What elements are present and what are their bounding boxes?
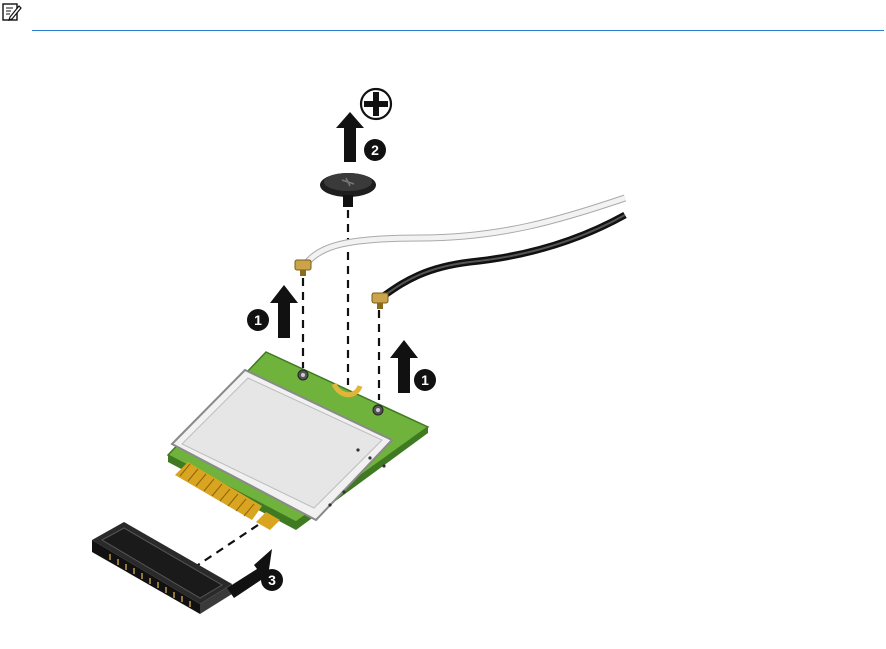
svg-text:2: 2 [371, 142, 379, 158]
white-antenna-cable [306, 198, 625, 264]
callout-1-left: 1 [247, 309, 269, 331]
antenna-connector-right [372, 293, 388, 309]
card-alignment-line [198, 525, 258, 565]
screw [320, 173, 376, 207]
arrow-up-antenna-left [270, 285, 298, 338]
svg-text:3: 3 [268, 572, 276, 588]
svg-text:1: 1 [421, 372, 429, 388]
callout-3: 3 [261, 569, 283, 591]
arrow-up-antenna-right [390, 340, 418, 393]
wlan-module [168, 352, 428, 530]
m2-socket-connector [92, 522, 232, 614]
phillips-screwdriver-icon [361, 89, 391, 119]
callout-1-right: 1 [414, 369, 436, 391]
svg-text:1: 1 [254, 312, 262, 328]
callout-2: 2 [364, 139, 386, 161]
arrow-up-screw [336, 112, 364, 162]
black-antenna-cable [382, 215, 625, 297]
antenna-connector-left [295, 260, 311, 276]
